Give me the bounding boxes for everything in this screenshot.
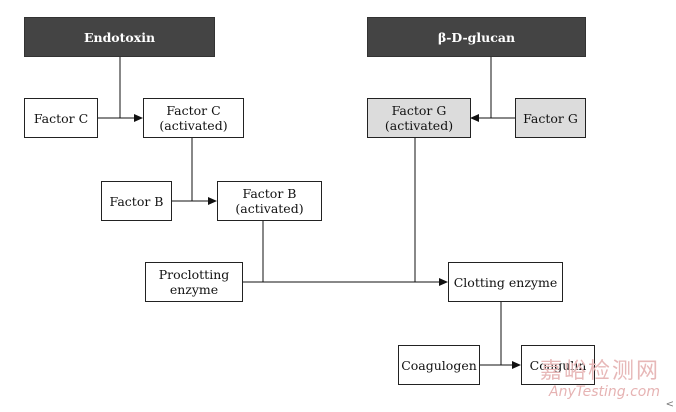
proclotting-enzyme-label: Proclotting enzyme [158,267,230,297]
edge-mark: < [665,399,674,410]
beta-d-glucan-label: β-D-glucan [437,29,516,45]
coagulin-label: Coagulin [529,357,587,373]
factor-g-label: Factor G [523,110,578,126]
factor-c-activated-label: Factor C (activated) [159,103,228,133]
factor-c-activated-node: Factor C (activated) [143,98,244,138]
beta-d-glucan-node: β-D-glucan [367,17,586,57]
endotoxin-node: Endotoxin [24,17,215,57]
endotoxin-label: Endotoxin [83,29,156,45]
factor-b-node: Factor B [101,181,172,221]
clotting-enzyme-node: Clotting enzyme [448,262,563,302]
factor-b-activated-node: Factor B (activated) [217,181,322,221]
coagulin-node: Coagulin [521,345,595,385]
factor-g-node: Factor G [515,98,586,138]
factor-c-node: Factor C [24,98,98,138]
factor-b-activated-label: Factor B (activated) [235,186,304,216]
factor-b-label: Factor B [109,193,164,209]
factor-c-label: Factor C [33,110,89,126]
coagulogen-node: Coagulogen [398,345,480,385]
proclotting-enzyme-node: Proclotting enzyme [145,262,243,302]
coagulogen-label: Coagulogen [401,357,477,373]
clotting-enzyme-label: Clotting enzyme [453,274,558,290]
factor-g-activated-node: Factor G (activated) [367,98,471,138]
factor-g-activated-label: Factor G (activated) [384,103,454,133]
